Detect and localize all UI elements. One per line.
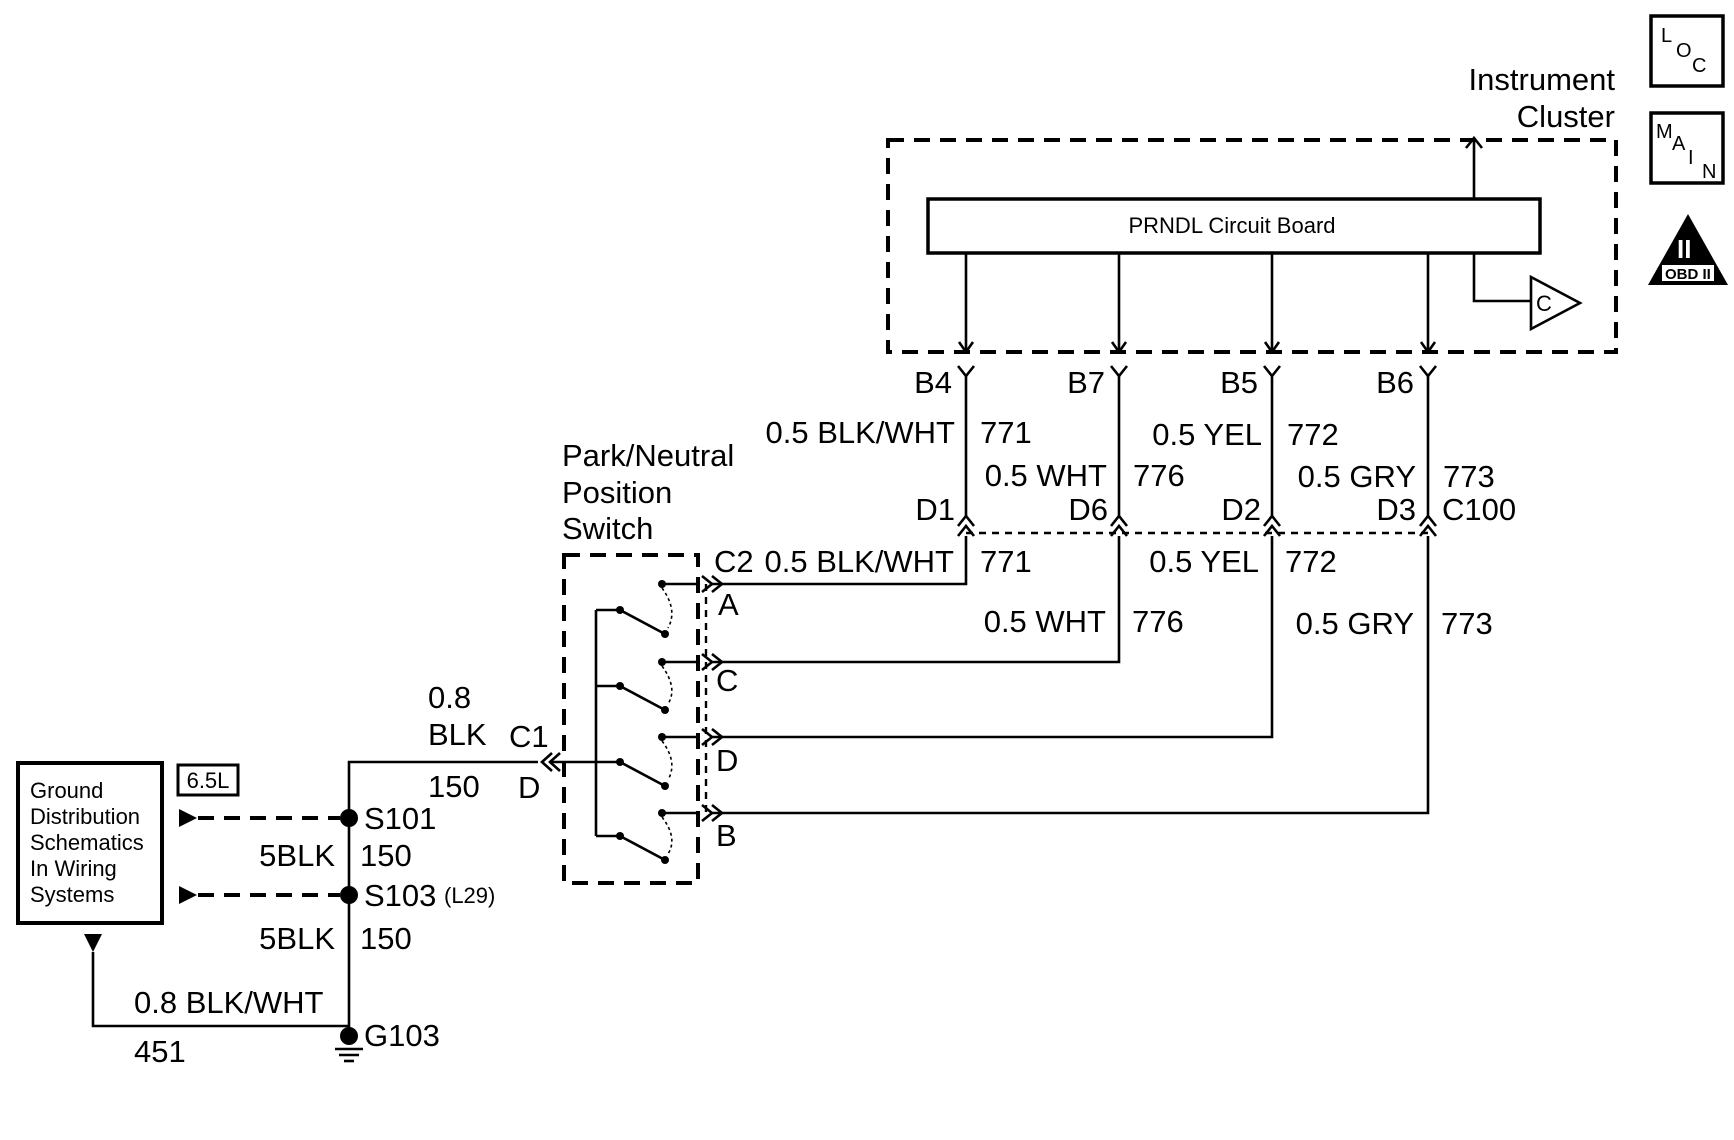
splice-wire-1-circuit: 150 bbox=[360, 838, 412, 873]
ground-distribution-box[interactable]: Ground Distribution Schematics In Wiring… bbox=[16, 761, 164, 925]
svg-text:Systems: Systems bbox=[30, 882, 114, 907]
upper-wire-776-spec: 0.5 WHT bbox=[985, 458, 1107, 493]
svg-text:In Wiring: In Wiring bbox=[30, 856, 117, 881]
lower-wire-773-circuit: 773 bbox=[1441, 606, 1493, 641]
cluster-output-arrow bbox=[1464, 135, 1484, 199]
splice-wire-1-spec: 5BLK bbox=[259, 838, 335, 873]
main-icon[interactable]: M A I N bbox=[1649, 111, 1725, 185]
pin-b6: B6 bbox=[1376, 365, 1414, 400]
ground-references bbox=[179, 809, 340, 904]
ground-wire-spec: 0.8 BLK/WHT bbox=[134, 985, 324, 1020]
switch-title-line3: Switch bbox=[562, 511, 653, 546]
svg-text:A: A bbox=[1672, 133, 1686, 155]
svg-text:M: M bbox=[1656, 121, 1673, 143]
svg-text:N: N bbox=[1702, 161, 1716, 183]
lower-wire-776-circuit: 776 bbox=[1132, 604, 1184, 639]
splice-s103-label: S103 bbox=[364, 878, 436, 913]
svg-text:I: I bbox=[1688, 147, 1694, 169]
upper-wire-771-circuit: 771 bbox=[980, 415, 1032, 450]
pin-b7: B7 bbox=[1067, 365, 1105, 400]
pin-d1: D1 bbox=[915, 492, 955, 527]
svg-text:II: II bbox=[1677, 234, 1691, 264]
switch-title-line2: Position bbox=[562, 475, 672, 510]
c100-connector[interactable] bbox=[956, 513, 1438, 537]
instrument-cluster-boundary bbox=[886, 138, 1618, 354]
feed-wire-gauge: 0.8 bbox=[428, 680, 471, 715]
pin-b4: B4 bbox=[914, 365, 952, 400]
splice-s101-label: S101 bbox=[364, 801, 436, 836]
lower-wire-771-circuit: 771 bbox=[980, 544, 1032, 579]
upper-wire-773-circuit: 773 bbox=[1443, 459, 1495, 494]
svg-text:O: O bbox=[1676, 40, 1692, 62]
switch-pin-a: A bbox=[718, 587, 739, 622]
connector-c1-pin-d: D bbox=[518, 770, 540, 805]
upper-wire-776-circuit: 776 bbox=[1133, 458, 1185, 493]
upper-wires bbox=[964, 376, 1430, 516]
feed-wire-circuit: 150 bbox=[428, 769, 480, 804]
lower-wire-772-spec: 0.5 YEL bbox=[1149, 544, 1259, 579]
svg-text:C: C bbox=[1536, 291, 1552, 316]
splice-wire-2-spec: 5BLK bbox=[259, 921, 335, 956]
lower-wires bbox=[710, 536, 1430, 815]
switch-pin-b: B bbox=[716, 818, 737, 853]
ground-wire-circuit: 451 bbox=[134, 1034, 186, 1069]
connector-c2: C2 bbox=[714, 544, 754, 579]
splice-s103-note: (L29) bbox=[444, 883, 495, 908]
switch-title: Park/Neutral bbox=[562, 438, 734, 473]
svg-text:Schematics: Schematics bbox=[30, 830, 144, 855]
prndl-circuit-board-label: PRNDL Circuit Board bbox=[1128, 213, 1335, 238]
ground-g103-icon[interactable] bbox=[335, 1027, 363, 1063]
class2-data-symbol: C bbox=[1472, 253, 1583, 332]
engine-tag-label: 6.5L bbox=[187, 768, 230, 793]
pin-b5: B5 bbox=[1220, 365, 1258, 400]
lower-wire-771-spec: 0.5 BLK/WHT bbox=[765, 544, 955, 579]
switch-boundary bbox=[562, 553, 700, 885]
lower-wire-773-spec: 0.5 GRY bbox=[1296, 606, 1414, 641]
switch-pin-c: C bbox=[716, 663, 738, 698]
pin-d6: D6 bbox=[1068, 492, 1108, 527]
pin-d3: D3 bbox=[1376, 492, 1416, 527]
upper-wire-771-spec: 0.5 BLK/WHT bbox=[766, 415, 956, 450]
svg-text:L: L bbox=[1661, 25, 1672, 47]
svg-text:Ground: Ground bbox=[30, 778, 103, 803]
splice-s101[interactable] bbox=[340, 809, 358, 827]
c1-connector[interactable] bbox=[540, 752, 561, 772]
upper-wire-772-circuit: 772 bbox=[1287, 417, 1339, 452]
svg-text:C: C bbox=[1692, 55, 1706, 77]
obd-ii-icon[interactable]: II OBD II bbox=[1648, 214, 1728, 285]
c100-label: C100 bbox=[1442, 492, 1516, 527]
svg-text:Distribution: Distribution bbox=[30, 804, 140, 829]
upper-wire-773-spec: 0.5 GRY bbox=[1298, 459, 1416, 494]
splice-s103[interactable] bbox=[340, 886, 358, 904]
lower-wire-772-circuit: 772 bbox=[1285, 544, 1337, 579]
instrument-cluster-title: Instrument bbox=[1469, 62, 1616, 97]
switch-pin-d: D bbox=[716, 743, 738, 778]
loc-icon[interactable]: L O C bbox=[1649, 14, 1725, 88]
cluster-connector-pins bbox=[956, 365, 1438, 379]
ground-g103-label: G103 bbox=[364, 1018, 440, 1053]
board-pin-arrows bbox=[957, 253, 1437, 355]
prndl-circuit-board[interactable] bbox=[926, 197, 1542, 255]
pin-d2: D2 bbox=[1221, 492, 1261, 527]
ground-wire-451 bbox=[84, 934, 349, 1028]
switch-contacts[interactable] bbox=[551, 580, 696, 864]
instrument-cluster-title-line2: Cluster bbox=[1517, 99, 1615, 134]
c2-connector[interactable] bbox=[701, 574, 725, 823]
lower-wire-776-spec: 0.5 WHT bbox=[984, 604, 1106, 639]
feed-wire-color: BLK bbox=[428, 717, 487, 752]
upper-wire-772-spec: 0.5 YEL bbox=[1152, 417, 1262, 452]
engine-tag bbox=[176, 763, 240, 797]
splice-wire-2-circuit: 150 bbox=[360, 921, 412, 956]
connector-c1: C1 bbox=[509, 719, 549, 754]
svg-text:OBD II: OBD II bbox=[1665, 266, 1711, 283]
feed-wire-150 bbox=[347, 760, 538, 1032]
